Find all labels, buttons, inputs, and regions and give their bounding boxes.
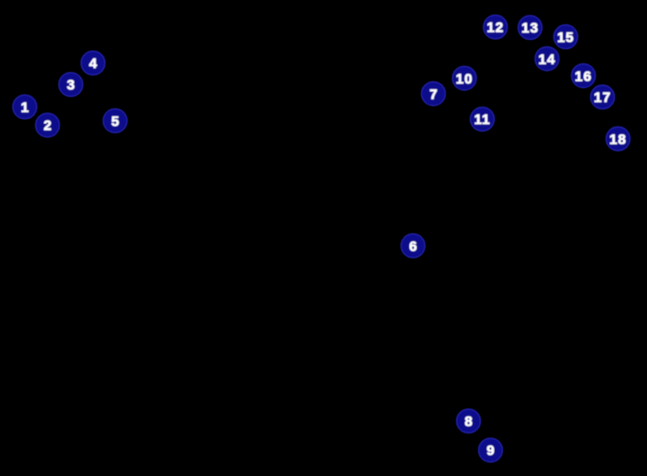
svg-text:10: 10 bbox=[456, 70, 473, 86]
svg-text:15: 15 bbox=[557, 29, 574, 45]
svg-text:3: 3 bbox=[67, 77, 75, 93]
svg-text:18: 18 bbox=[609, 131, 626, 147]
svg-text:8: 8 bbox=[465, 413, 473, 429]
svg-text:5: 5 bbox=[111, 113, 119, 129]
svg-text:13: 13 bbox=[522, 20, 539, 36]
svg-text:12: 12 bbox=[487, 19, 504, 35]
svg-text:11: 11 bbox=[474, 111, 490, 127]
svg-text:17: 17 bbox=[594, 89, 611, 105]
svg-text:6: 6 bbox=[409, 238, 417, 254]
svg-text:7: 7 bbox=[430, 86, 438, 102]
svg-text:16: 16 bbox=[575, 68, 592, 84]
svg-text:9: 9 bbox=[487, 442, 495, 458]
svg-text:14: 14 bbox=[538, 51, 555, 67]
svg-text:2: 2 bbox=[44, 117, 52, 133]
svg-text:4: 4 bbox=[89, 55, 97, 71]
svg-text:1: 1 bbox=[21, 99, 29, 115]
